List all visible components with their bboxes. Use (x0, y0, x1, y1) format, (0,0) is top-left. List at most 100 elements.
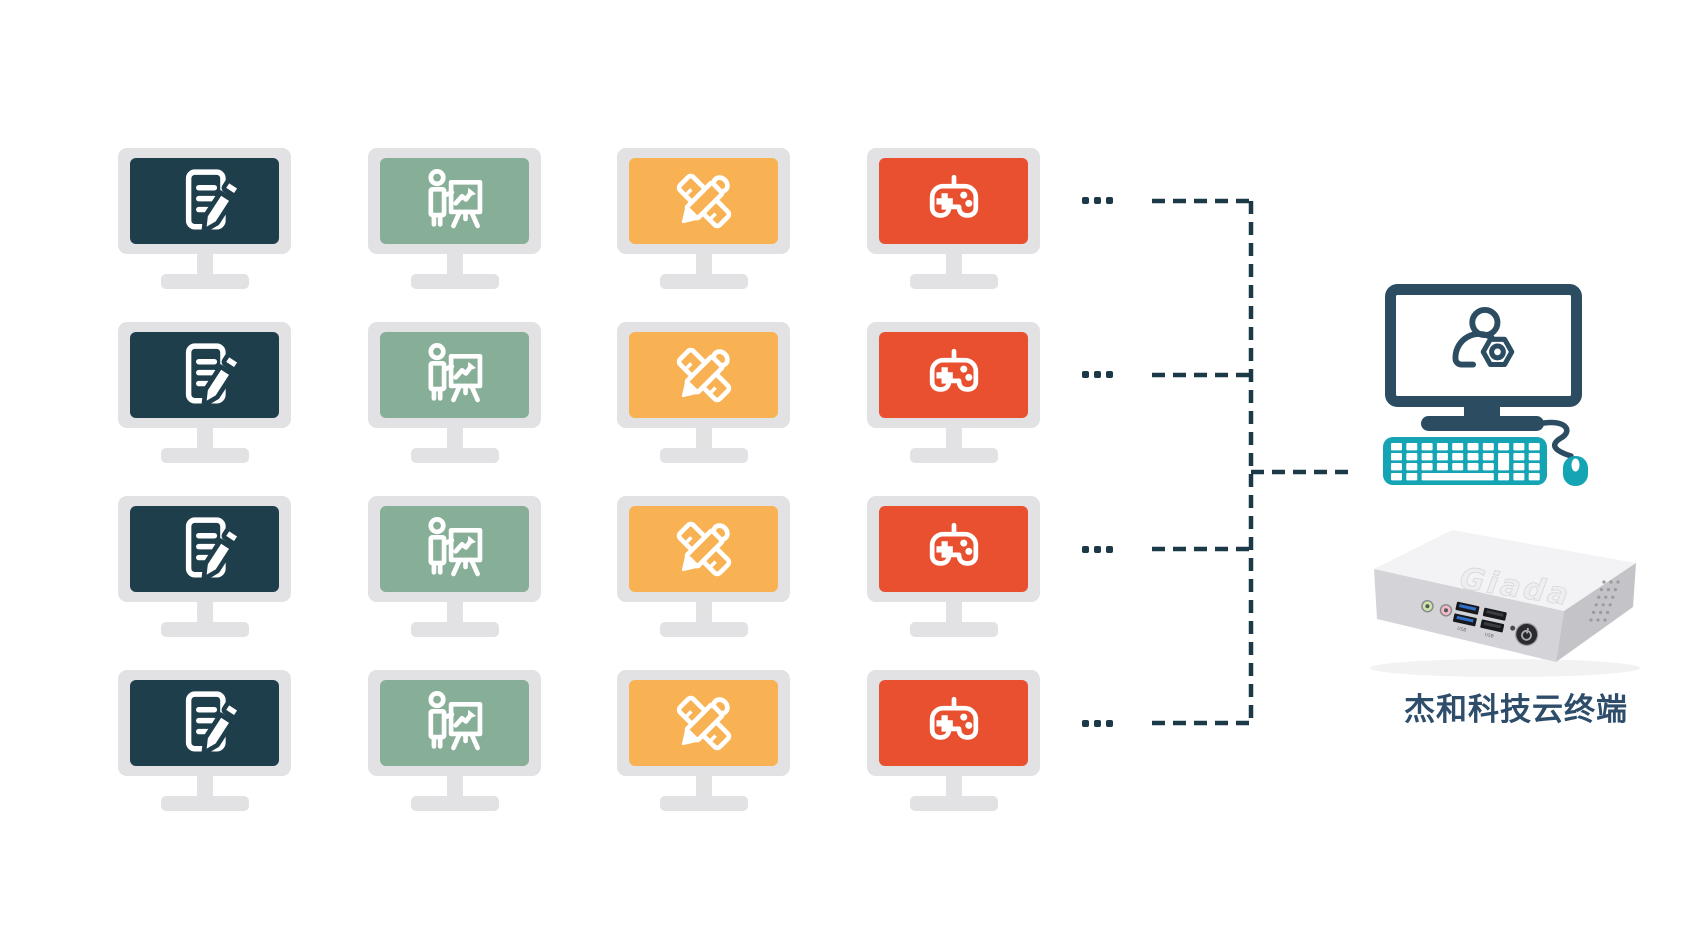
dot (1106, 719, 1113, 727)
ruler-pencil-icon (676, 521, 731, 577)
vent-holes (1589, 580, 1620, 622)
gamepad-icon (929, 174, 978, 218)
three-dots-icon (1082, 545, 1113, 553)
reset-hole (1510, 625, 1516, 631)
office-terminal-screen (130, 332, 279, 418)
monitor-base (160, 274, 249, 289)
monitor-base (659, 448, 748, 463)
monitor-base (410, 274, 499, 289)
presentation-terminal-screen (380, 332, 529, 418)
monitor-base (160, 448, 249, 463)
monitor-neck (945, 426, 962, 450)
usb-ports-right (1480, 607, 1507, 633)
monitor-neck (446, 252, 463, 276)
dot (1094, 370, 1101, 378)
audio-jack-hole (1425, 604, 1430, 609)
presentation-chart-icon (427, 343, 482, 403)
design-terminal-screen (629, 332, 778, 418)
monitor-neck (945, 600, 962, 624)
design-terminal-monitor (617, 322, 790, 464)
device-right-face (1556, 563, 1636, 662)
ruler-pencil-icon (676, 347, 731, 403)
monitor-base (160, 796, 249, 811)
monitor-base (659, 796, 748, 811)
gaming-terminal-screen (879, 680, 1028, 766)
design-terminal-monitor (617, 496, 790, 638)
monitor-neck (695, 774, 712, 798)
presentation-terminal-screen (380, 506, 529, 592)
usb-ports-left (1452, 601, 1480, 627)
monitor-base (410, 448, 499, 463)
gaming-terminal-monitor (867, 148, 1040, 290)
dot (1106, 545, 1113, 553)
dot (1082, 719, 1089, 727)
monitor-neck (945, 774, 962, 798)
mic-jack-hole (1443, 608, 1448, 613)
presentation-chart-icon (427, 517, 482, 577)
monitor-neck (446, 600, 463, 624)
gaming-terminal-monitor (867, 322, 1040, 464)
admin-workstation (1383, 284, 1588, 486)
device-shadow (1370, 659, 1640, 677)
gaming-terminal-monitor (867, 670, 1040, 812)
three-dots-icon (1082, 196, 1113, 204)
dot (1094, 719, 1101, 727)
presentation-terminal-screen (380, 158, 529, 244)
document-edit-icon (185, 169, 242, 234)
monitor-base (410, 622, 499, 637)
office-terminal-monitor (118, 670, 291, 812)
monitor-base (160, 622, 249, 637)
document-edit-icon (185, 691, 242, 756)
presentation-terminal-monitor (368, 496, 541, 638)
monitor-base (410, 796, 499, 811)
dot (1082, 196, 1089, 204)
design-terminal-monitor (617, 148, 790, 290)
monitor-base (909, 796, 998, 811)
dot (1082, 370, 1089, 378)
gaming-terminal-screen (879, 332, 1028, 418)
monitor-neck (695, 426, 712, 450)
keyboard-keys (1391, 443, 1540, 481)
device-top-face (1374, 530, 1636, 611)
dot (1094, 196, 1101, 204)
mouse-wheel (1571, 458, 1580, 472)
monitor-neck (945, 252, 962, 276)
design-terminal-monitor (617, 670, 790, 812)
front-ports: USB USB (1421, 599, 1539, 646)
presentation-terminal-monitor (368, 148, 541, 290)
monitor-neck (196, 252, 213, 276)
power-button (1515, 622, 1539, 646)
office-terminal-screen (130, 680, 279, 766)
monitor-neck (196, 426, 213, 450)
design-terminal-screen (629, 506, 778, 592)
usb-label-right: USB (1484, 632, 1494, 640)
design-terminal-screen (629, 158, 778, 244)
connection-lines (1152, 198, 1355, 726)
dot (1106, 370, 1113, 378)
three-dots-icon (1082, 719, 1113, 727)
usb-label-left: USB (1457, 626, 1467, 634)
ruler-pencil-icon (676, 695, 731, 751)
monitor-base (659, 622, 748, 637)
ruler-pencil-icon (676, 173, 731, 229)
office-terminal-monitor (118, 148, 291, 290)
presentation-terminal-monitor (368, 322, 541, 464)
dot (1082, 545, 1089, 553)
presentation-chart-icon (427, 691, 482, 751)
document-edit-icon (185, 517, 242, 582)
monitor-neck (196, 600, 213, 624)
monitor-neck (196, 774, 213, 798)
mouse-cable (1541, 419, 1574, 459)
design-terminal-screen (629, 680, 778, 766)
office-terminal-monitor (118, 322, 291, 464)
presentation-terminal-screen (380, 680, 529, 766)
monitor-base (909, 448, 998, 463)
gaming-terminal-monitor (867, 496, 1040, 638)
gaming-terminal-screen (879, 506, 1028, 592)
office-terminal-monitor (118, 496, 291, 638)
gaming-terminal-screen (879, 158, 1028, 244)
admin-monitor-frame (1385, 284, 1582, 407)
monitor-base (909, 274, 998, 289)
cloud-terminal-device: Giada USB (1370, 530, 1640, 677)
